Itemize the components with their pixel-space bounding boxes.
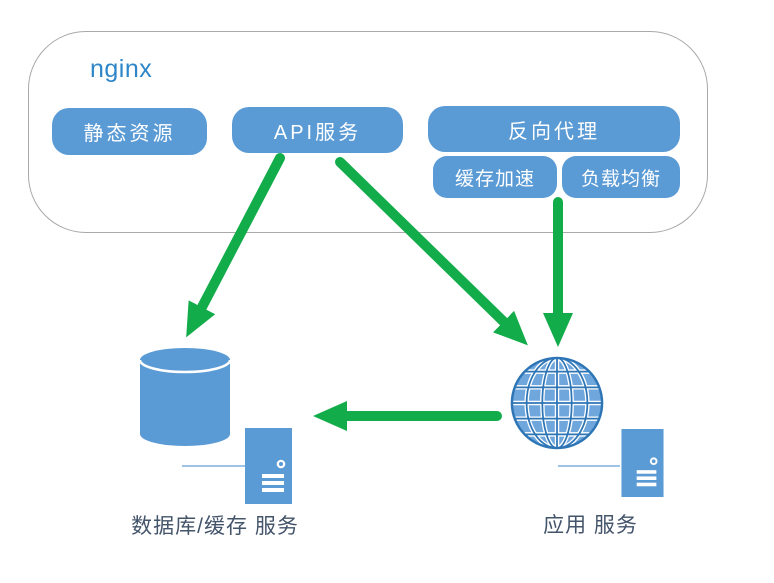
- node-load-balancing-label: 负载均衡: [580, 168, 661, 190]
- node-load-balancing: 负载均衡: [562, 156, 680, 198]
- node-cache-acceleration-label: 缓存加速: [454, 168, 535, 190]
- node-api-service-label: API服务: [273, 121, 362, 144]
- node-reverse-proxy-label: 反向代理: [508, 120, 600, 143]
- app-service-label: 应用 服务: [543, 514, 638, 537]
- node-cache-acceleration: 缓存加速: [433, 156, 557, 198]
- globe-icon: [510, 356, 604, 450]
- node-static-resources: 静态资源: [52, 108, 207, 155]
- server-tower-icon: [621, 429, 664, 497]
- server-tower-icon: [245, 428, 292, 504]
- nginx-title: nginx: [90, 55, 153, 83]
- server-connector-line: [558, 465, 620, 467]
- server-connector-line: [182, 465, 245, 467]
- node-static-resources-label: 静态资源: [83, 123, 176, 145]
- database-cache-service-label: 数据库/缓存 服务: [131, 515, 299, 538]
- node-api-service: API服务: [232, 107, 403, 153]
- database-cylinder-icon: [138, 348, 232, 446]
- node-reverse-proxy: 反向代理: [428, 106, 680, 152]
